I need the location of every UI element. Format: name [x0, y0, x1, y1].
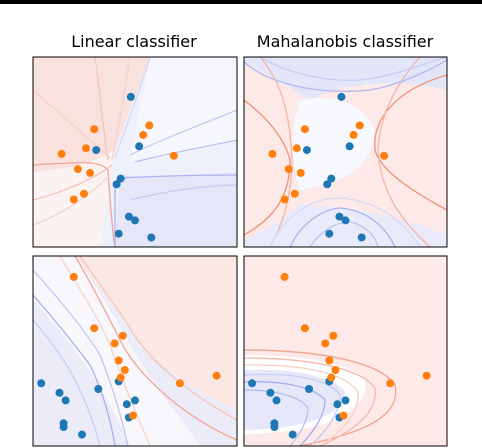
scatter-point-p2-s1-4 [327, 174, 336, 183]
scatter-point-p2-s1-6 [335, 212, 344, 221]
scatter-point-p2-s1-1 [337, 92, 346, 101]
scatter-point-p1-s1-7 [131, 216, 139, 225]
scatter-point-p1-s2-7 [73, 165, 82, 174]
scatter-point-p2-s1-9 [357, 233, 366, 242]
scatter-point-p4-s1-10 [270, 423, 279, 431]
scatter-point-p3-s1-7 [122, 400, 131, 409]
title-mahalanobis: Mahalanobis classifier [257, 32, 434, 51]
scatter-point-p2-s2-6 [380, 151, 389, 160]
scatter-point-p1-s2-10 [69, 195, 78, 204]
scatter-point-p3-s2-5 [114, 356, 123, 365]
panel-linear-top [33, 57, 237, 247]
scatter-point-p1-s2-9 [80, 189, 88, 198]
scatter-point-p1-s1-8 [114, 229, 123, 238]
scatter-point-p3-s2-4 [110, 339, 119, 348]
scatter-point-p4-s1-7 [333, 400, 342, 409]
scatter-point-p1-s2-3 [139, 130, 148, 139]
scatter-point-p2-s1-7 [341, 216, 350, 225]
title-linear: Linear classifier [71, 32, 197, 51]
scatter-point-p4-s2-4 [321, 339, 330, 348]
scatter-point-p1-s1-1 [126, 92, 135, 101]
axes-frame-1 [32, 56, 238, 248]
panel-mahalanobis-top [244, 57, 447, 247]
scatter-point-p3-s2-3 [118, 331, 127, 340]
scatter-point-p1-s2-8 [86, 168, 95, 177]
scatter-point-p1-s1-6 [124, 212, 133, 221]
panel-linear-bottom [33, 256, 237, 446]
scatter-point-p4-s2-5 [325, 356, 334, 365]
scatter-point-p3-s1-11 [78, 430, 86, 439]
scatter-point-p2-s2-4 [292, 144, 301, 153]
scatter-point-p4-s1-4 [305, 385, 313, 393]
scatter-point-p4-s1-11 [288, 430, 297, 439]
scatter-point-p2-s2-7 [284, 165, 293, 174]
axes-frame-4 [243, 255, 448, 447]
scatter-point-p3-s2-2 [90, 324, 99, 333]
scatter-point-p4-s2-6 [331, 366, 340, 374]
scatter-point-p4-s2-7 [327, 373, 336, 382]
scatter-point-p3-s1-2 [55, 388, 64, 397]
scatter-point-p2-s1-8 [325, 229, 334, 238]
scatter-point-p1-s2-5 [57, 149, 66, 158]
scatter-point-p2-s2-3 [349, 130, 358, 139]
scatter-point-p2-s2-2 [355, 121, 364, 130]
scatter-point-p3-s2-1 [69, 272, 78, 281]
scatter-point-p2-s2-5 [268, 149, 277, 158]
scatter-point-p2-s2-10 [280, 195, 289, 204]
scatter-point-p2-s2-9 [290, 189, 299, 198]
scatter-point-p3-s2-10 [129, 411, 137, 420]
panel-mahalanobis-bottom [244, 256, 447, 446]
scatter-point-p4-s2-1 [280, 272, 289, 281]
axes-frame-2 [243, 56, 448, 248]
scatter-point-p4-s2-8 [386, 379, 395, 388]
scatter-point-p3-s2-9 [212, 371, 221, 380]
scatter-point-p4-s2-10 [339, 411, 348, 420]
scatter-point-p4-s1-3 [272, 396, 281, 405]
scatter-point-p1-s1-9 [147, 233, 156, 242]
scatter-point-p1-s2-2 [145, 121, 154, 130]
scatter-point-p2-s1-2 [302, 146, 311, 155]
scatter-point-p3-s2-7 [116, 373, 125, 382]
scatter-point-p4-s2-3 [329, 331, 338, 340]
scatter-point-p1-s2-1 [90, 125, 99, 134]
scatter-point-p4-s1-1 [248, 379, 257, 388]
scatter-point-p3-s2-6 [120, 366, 129, 374]
axes-frame-3 [32, 255, 238, 447]
scatter-point-p4-s1-2 [266, 388, 275, 397]
scatter-point-p1-s1-5 [135, 142, 144, 151]
scatter-point-p3-s1-3 [61, 396, 70, 405]
scatter-point-p1-s1-3 [112, 180, 121, 189]
scatter-point-p1-s1-2 [92, 146, 101, 155]
scatter-point-p3-s1-6 [131, 396, 139, 405]
scatter-point-p3-s1-4 [94, 385, 103, 393]
scatter-points [37, 92, 431, 439]
scatter-point-p1-s2-4 [82, 144, 90, 153]
scatter-point-p3-s1-10 [59, 423, 68, 431]
scatter-point-p1-s1-4 [116, 174, 125, 183]
scatter-point-p2-s1-5 [345, 142, 354, 151]
top-border [0, 0, 482, 4]
scatter-point-p2-s2-8 [296, 168, 305, 177]
scatter-point-p4-s1-6 [341, 396, 350, 405]
scatter-point-p4-s2-2 [300, 324, 309, 333]
scatter-point-p2-s2-1 [300, 125, 309, 134]
scatter-point-p4-s2-9 [422, 371, 431, 380]
scatter-point-p1-s2-6 [169, 151, 178, 160]
scatter-point-p3-s1-1 [37, 379, 46, 388]
scatter-point-p3-s2-8 [175, 379, 184, 388]
scatter-point-p2-s1-3 [323, 180, 332, 189]
